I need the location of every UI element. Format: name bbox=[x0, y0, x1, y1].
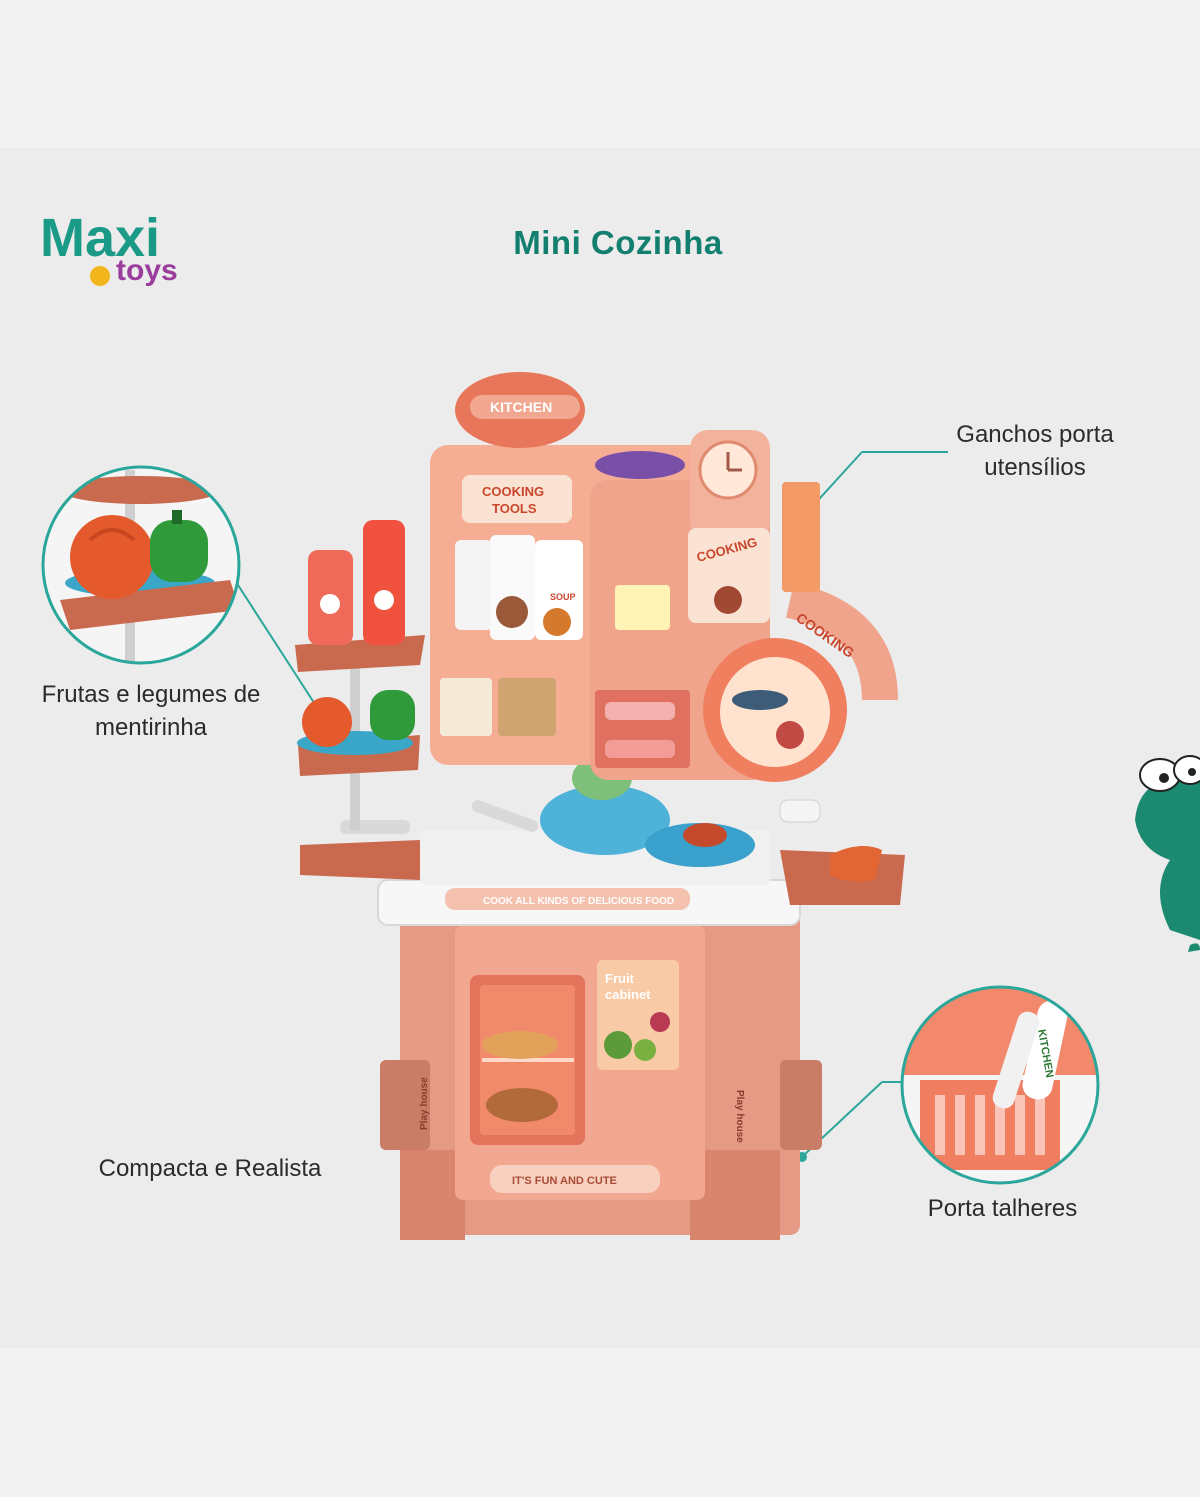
callout-ganchos: Ganchos porta utensílios bbox=[930, 418, 1140, 484]
zoom-circle-fruits bbox=[41, 465, 241, 665]
fruit-cabinet-line2: cabinet bbox=[605, 987, 651, 1002]
cooking-tools-line2: TOOLS bbox=[492, 501, 537, 516]
callout-compacta: Compacta e Realista bbox=[98, 1155, 322, 1182]
callout-ganchos-line2: utensílios bbox=[984, 454, 1086, 481]
play-house-right: Play house bbox=[734, 1090, 745, 1143]
soup-card: SOUP bbox=[550, 592, 576, 602]
fruit-cabinet-line1: Fruit bbox=[605, 971, 635, 986]
mascot-partial bbox=[1135, 755, 1200, 952]
kitchen-toy: Fruit cabinet Play house Play house IT'S… bbox=[295, 372, 905, 1240]
bottom-strip: IT'S FUN AND CUTE bbox=[512, 1175, 617, 1187]
counter-strip: COOK ALL KINDS OF DELICIOUS FOOD bbox=[483, 896, 674, 907]
callout-frutas: Frutas e legumes de mentirinha bbox=[20, 678, 282, 744]
callout-ganchos-line1: Ganchos porta bbox=[956, 421, 1114, 448]
logo-word-toys: toys bbox=[116, 254, 178, 287]
callout-porta: Porta talheres bbox=[927, 1195, 1078, 1222]
logo-word-maxi: Maxi bbox=[40, 208, 160, 268]
cooking-tools-line1: COOKING bbox=[482, 484, 544, 499]
callout-frutas-line1: Frutas e legumes de bbox=[41, 681, 261, 708]
zoom-circle-basket: KITCHEN bbox=[900, 985, 1100, 1185]
page-title: Mini Cozinha bbox=[513, 224, 723, 261]
callout-frutas-line2: mentirinha bbox=[94, 714, 208, 741]
maxi-toys-logo: Maxi toys bbox=[40, 208, 178, 287]
kitchen-sign: KITCHEN bbox=[490, 399, 552, 415]
play-house-left: Play house bbox=[419, 1077, 430, 1130]
